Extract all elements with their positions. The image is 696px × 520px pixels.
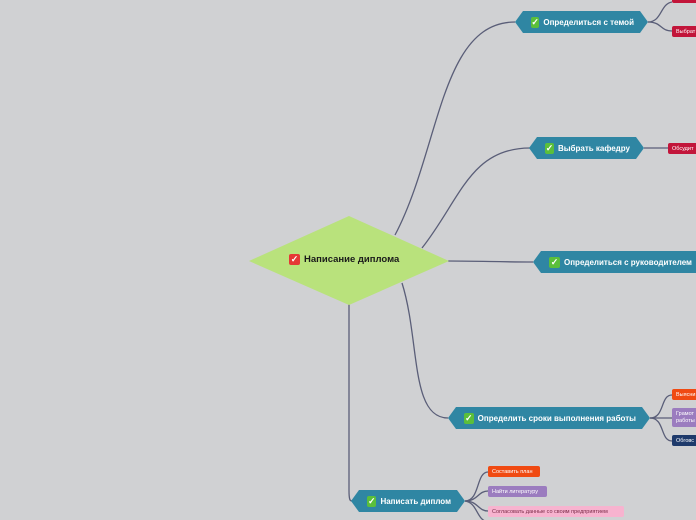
connectors — [348, 1, 673, 520]
leaf-write-plan[interactable]: Составить план — [488, 466, 540, 477]
branch-label: Написать диплом — [380, 496, 451, 506]
connector-write — [348, 300, 353, 502]
connector-leaf-dead-3 — [649, 417, 673, 442]
branch-label: Выбрать кафедру — [557, 143, 630, 153]
branch-deadlines[interactable]: ✓ Определить сроки выполнения работы — [448, 407, 650, 429]
leaf-department-discuss[interactable]: Обсудит — [668, 143, 696, 154]
check-icon: ✓ — [367, 495, 376, 506]
connector-leaf-write-2 — [464, 490, 489, 502]
check-icon: ✓ — [465, 412, 473, 423]
check-icon: ✓ — [289, 254, 300, 265]
branch-supervisor[interactable]: ✓ Определиться с руководителем — [533, 251, 696, 273]
leaf-deadlines-proper[interactable]: Грамот работы — [672, 408, 696, 427]
connector-deadlines — [401, 282, 449, 419]
root-node-shape[interactable] — [249, 216, 449, 305]
leaf-stub-top — [672, 0, 696, 3]
connector-topic — [394, 21, 516, 236]
leaf-write-literature[interactable]: Найти литературу — [488, 486, 547, 497]
leaf-label: Грамот работы — [676, 410, 695, 424]
branch-label: Определиться с руководителем — [564, 257, 692, 267]
root-node[interactable]: ✓ Написание диплома — [289, 254, 399, 265]
check-icon: ✓ — [545, 142, 554, 153]
branch-department[interactable]: ✓ Выбрать кафедру — [529, 137, 644, 159]
connector-supervisor — [447, 260, 534, 263]
leaf-topic-choose[interactable]: Выбрат — [672, 26, 696, 37]
leaf-deadlines-find-out[interactable]: Выясни — [672, 389, 696, 400]
check-icon: ✓ — [531, 16, 539, 27]
connector-leaf-topic-1 — [647, 1, 673, 23]
branch-topic[interactable]: ✓ Определиться с темой — [515, 11, 648, 33]
branch-label: Определить сроки выполнения работы — [477, 413, 636, 423]
check-icon: ✓ — [550, 256, 559, 267]
leaf-write-coordinate[interactable]: Согласовать данные со своим предприятием — [488, 506, 624, 517]
connector-leaf-write-4 — [464, 500, 485, 520]
connector-leaf-dead-1 — [649, 394, 673, 419]
branch-label: Определиться с темой — [543, 17, 634, 27]
leaf-label: Выбрат — [676, 28, 696, 35]
leaf-label: Составить план — [492, 468, 533, 475]
leaf-deadlines-agree[interactable]: Обговс — [672, 435, 696, 446]
root-label: Написание диплома — [304, 254, 400, 265]
connector-leaf-topic-2 — [647, 21, 673, 32]
branch-write[interactable]: ✓ Написать диплом — [351, 490, 465, 512]
leaf-label: Найти литературу — [492, 488, 539, 495]
leaf-label: Обговс — [676, 437, 694, 444]
leaf-label: Выясни — [676, 391, 696, 398]
leaf-label: Обсудит — [672, 145, 694, 152]
leaf-label: Согласовать данные со своим предприятием — [492, 508, 608, 515]
connector-department — [421, 147, 531, 249]
